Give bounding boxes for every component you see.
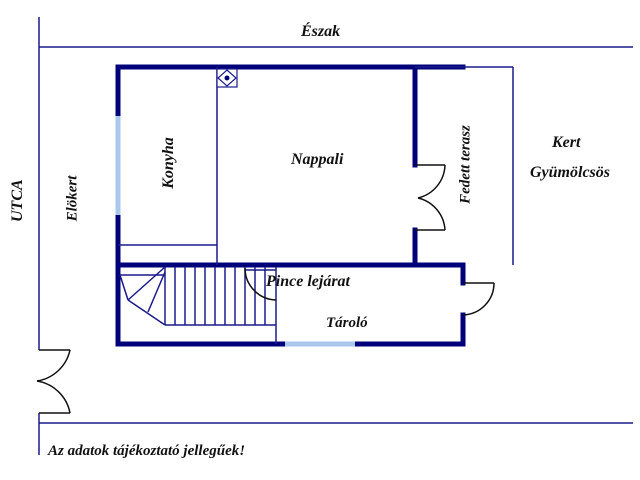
windows xyxy=(115,116,355,347)
chimney-icon xyxy=(216,68,238,88)
garden-label: Kert xyxy=(552,134,581,151)
orchard-label: Gyümölcsös xyxy=(530,164,610,181)
cellar-entrance-label: Pince lejárat xyxy=(266,273,350,290)
house-walls xyxy=(115,64,466,347)
street-label: UTCA xyxy=(9,179,26,222)
street-gate-icon xyxy=(36,349,71,414)
front-garden-label: Elökert xyxy=(64,175,81,222)
disclaimer-text: Az adatok tájékoztató jellegűek! xyxy=(48,443,246,459)
staircase-icon xyxy=(119,266,277,344)
storage-door-icon xyxy=(462,282,495,316)
kitchen-label: Konyha xyxy=(160,137,177,189)
interior-walls xyxy=(118,66,514,265)
storage-label: Tároló xyxy=(326,315,368,331)
cellar-door-icon xyxy=(244,267,277,301)
property-boundary xyxy=(38,17,633,455)
terrace-door-icon xyxy=(415,164,446,231)
north-label: Észak xyxy=(301,23,341,40)
covered-terrace-label: Fedett terasz xyxy=(457,125,474,204)
living-room-label: Nappali xyxy=(291,151,344,168)
